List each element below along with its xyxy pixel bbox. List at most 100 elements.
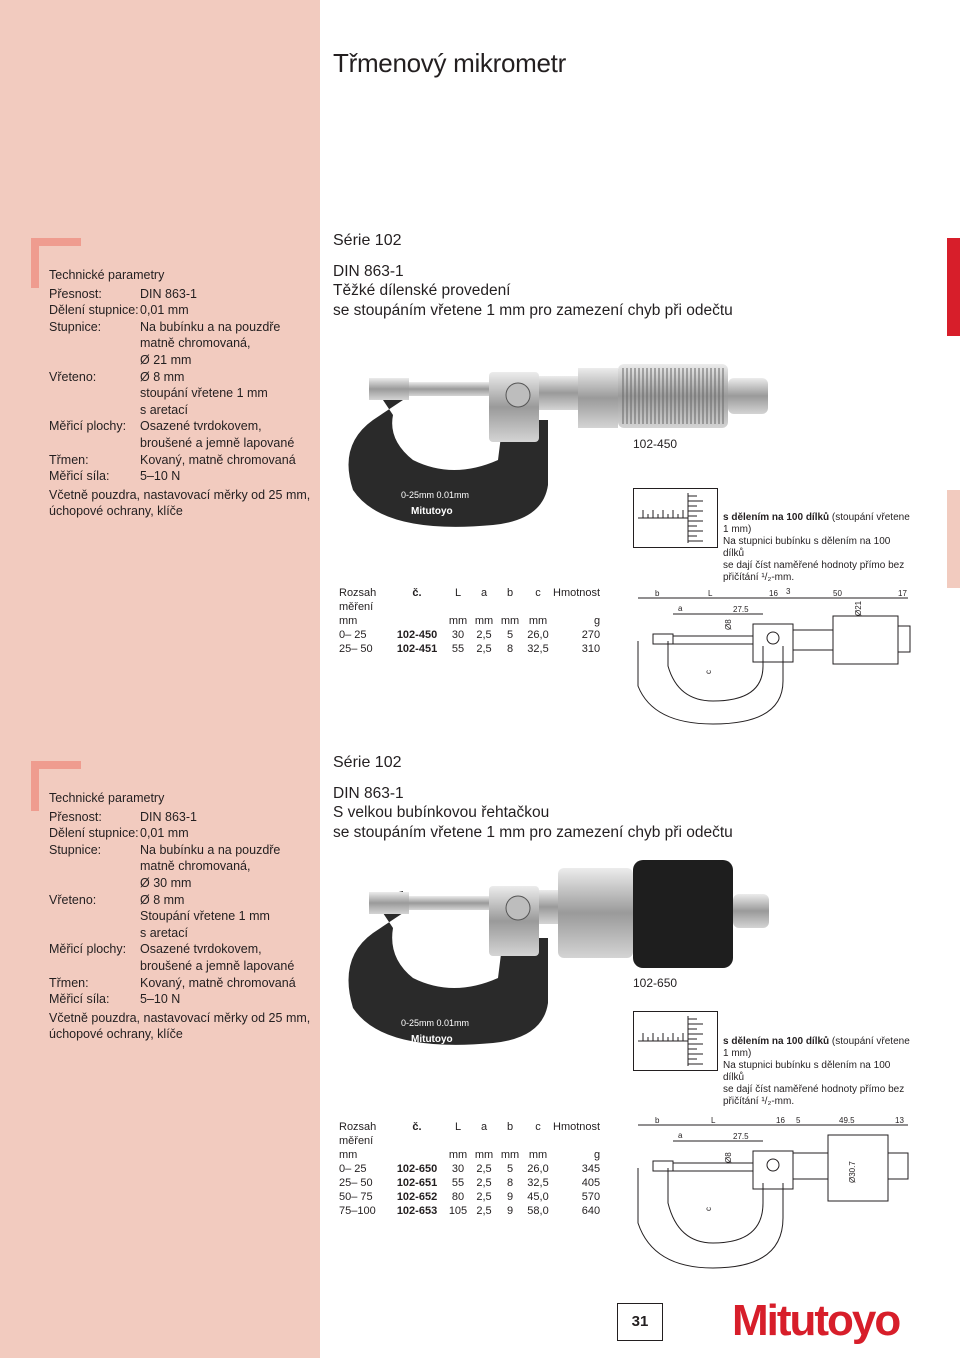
table-cell: 80	[451, 1191, 465, 1203]
table-cell: 0– 25	[339, 629, 367, 641]
spec-key: Měřicí plochy:	[49, 942, 127, 957]
table-cell: č.	[412, 1121, 422, 1133]
table-cell: 55	[451, 643, 465, 655]
spec-row: Vřeteno:Ø 8 mm	[49, 369, 310, 386]
spec-key	[49, 385, 140, 402]
caption-text: se dají číst naměřené hodnoty přímo bez	[723, 1084, 905, 1095]
dimension-drawing-2: b L a 16 5 49.5 13 27.5 Ø8 Ø30.7 c	[637, 1116, 909, 1269]
left-panel	[0, 0, 320, 1358]
spec-key	[49, 958, 140, 975]
table-cell: 102-653	[396, 1205, 438, 1217]
spec-key: Stupnice:	[49, 842, 102, 857]
red-tab-top	[947, 238, 960, 336]
table-cell: b	[506, 1121, 514, 1133]
caption-text: 1 mm)	[723, 524, 752, 535]
spec-row: Stoupání vřetene 1 mm	[49, 908, 310, 925]
table-cell	[471, 1134, 497, 1148]
spec-row: Měřicí síla:5–10 N	[49, 468, 310, 485]
note-line: úchopové ochrany, klíče	[49, 1027, 183, 1042]
table-cell: 2,5	[476, 1205, 492, 1217]
spec-row: s aretací	[49, 925, 310, 942]
table-cell: 2,5	[476, 1163, 492, 1175]
caption-text: Na stupnici bubínku s dělením na 100 díl…	[723, 536, 891, 559]
dim-17: 17	[898, 589, 907, 598]
table-cell	[553, 1134, 600, 1148]
spec-row: matně chromovaná,	[49, 858, 310, 875]
dim-d21: Ø21	[854, 600, 863, 616]
spec-value: 0,01 mm	[140, 826, 189, 841]
spec-row: matně chromovaná,	[49, 335, 310, 352]
spec-key	[49, 335, 140, 352]
table-cell: g	[593, 1149, 601, 1161]
model-label: 102-450	[633, 437, 678, 451]
table-cell: 75–100	[339, 1205, 376, 1217]
dim-16: 16	[776, 1116, 785, 1125]
spec-value: DIN 863-1	[140, 286, 197, 301]
spec-value: 5–10 N	[140, 992, 181, 1007]
table-cell: L	[454, 1121, 462, 1133]
table-cell: 9	[506, 1205, 514, 1217]
design-line: Těžké dílenské provedení	[333, 282, 511, 299]
series-title: Série 102	[333, 232, 402, 249]
spec-row: s aretací	[49, 402, 310, 419]
spec-key: Dělení stupnice:	[49, 826, 139, 841]
table-cell: měření	[339, 601, 374, 613]
table-cell: Hmotnost	[553, 587, 601, 599]
micrometer-image-2: 0-25mm 0.01mm Mitutoyo	[348, 860, 769, 1045]
spec-value: Ø 21 mm	[140, 352, 192, 367]
spec-key	[49, 858, 140, 875]
spec-value: 0,01 mm	[140, 303, 189, 318]
dim-L: L	[708, 589, 713, 598]
caption-text: se dají číst naměřené hodnoty přímo bez	[723, 560, 905, 571]
dim-d30-7: Ø30.7	[848, 1161, 857, 1183]
spec-row: Dělení stupnice:0,01 mm	[49, 825, 310, 842]
table-cell: c	[535, 1121, 541, 1133]
spec-value: broušené a jemně lapované	[140, 435, 295, 450]
spec-value: Na bubínku a na pouzdře	[140, 319, 281, 334]
spec-row: Měřicí plochy:Osazené tvrdokovem,	[49, 418, 310, 435]
dim-27-5: 27.5	[733, 605, 749, 614]
table-cell: měření	[339, 1135, 374, 1147]
standard-line: DIN 863-1	[333, 262, 404, 280]
table-cell: mm	[339, 615, 358, 627]
dimension-drawing-1: b L a 16 3 50 17 27.5 Ø8 Ø21 c	[637, 587, 911, 725]
table-row: měření	[339, 600, 600, 614]
table-cell: 50– 75	[339, 1191, 373, 1203]
dim-d8: Ø8	[724, 619, 733, 630]
table-cell: č.	[412, 587, 422, 599]
caption-text: Na stupnici bubínku s dělením na 100 díl…	[723, 1060, 891, 1083]
page-title: Třmenový mikrometr	[333, 48, 566, 78]
table-cell	[523, 1134, 553, 1148]
spec-value: DIN 863-1	[140, 809, 197, 824]
spec-key	[49, 402, 140, 419]
table-cell: 30	[451, 629, 465, 641]
table-cell: 26,0	[527, 1163, 549, 1175]
table-cell: mm	[474, 615, 494, 627]
spec-key: Dělení stupnice:	[49, 303, 139, 318]
series-heading-1: Série 102 DIN 863-1 Těžké dílenské prove…	[333, 231, 733, 320]
table-cell	[389, 1148, 445, 1162]
caption-text: přičítání ¹/₂-mm.	[723, 572, 795, 583]
spec-key: Přesnost:	[49, 286, 102, 301]
spec-value: matně chromovaná,	[140, 859, 251, 874]
spec-value: s aretací	[140, 925, 188, 940]
table-cell: mm	[528, 1149, 548, 1161]
series-title: Série 102	[333, 754, 402, 771]
pink-tab	[947, 490, 960, 588]
table-cell: 345	[581, 1163, 601, 1175]
spec-value: 5–10 N	[140, 469, 181, 484]
spec-row: Třmen:Kovaný, matně chromovaná	[49, 452, 310, 469]
table-cell: 640	[581, 1205, 601, 1217]
table-cell: 405	[581, 1177, 601, 1189]
table-row: měření	[339, 1134, 600, 1148]
spec-row: Vřeteno:Ø 8 mm	[49, 892, 310, 909]
specs-title: Technické parametry	[49, 791, 165, 805]
spec-value: broušené a jemně lapované	[140, 958, 295, 973]
table-cell	[471, 600, 497, 614]
